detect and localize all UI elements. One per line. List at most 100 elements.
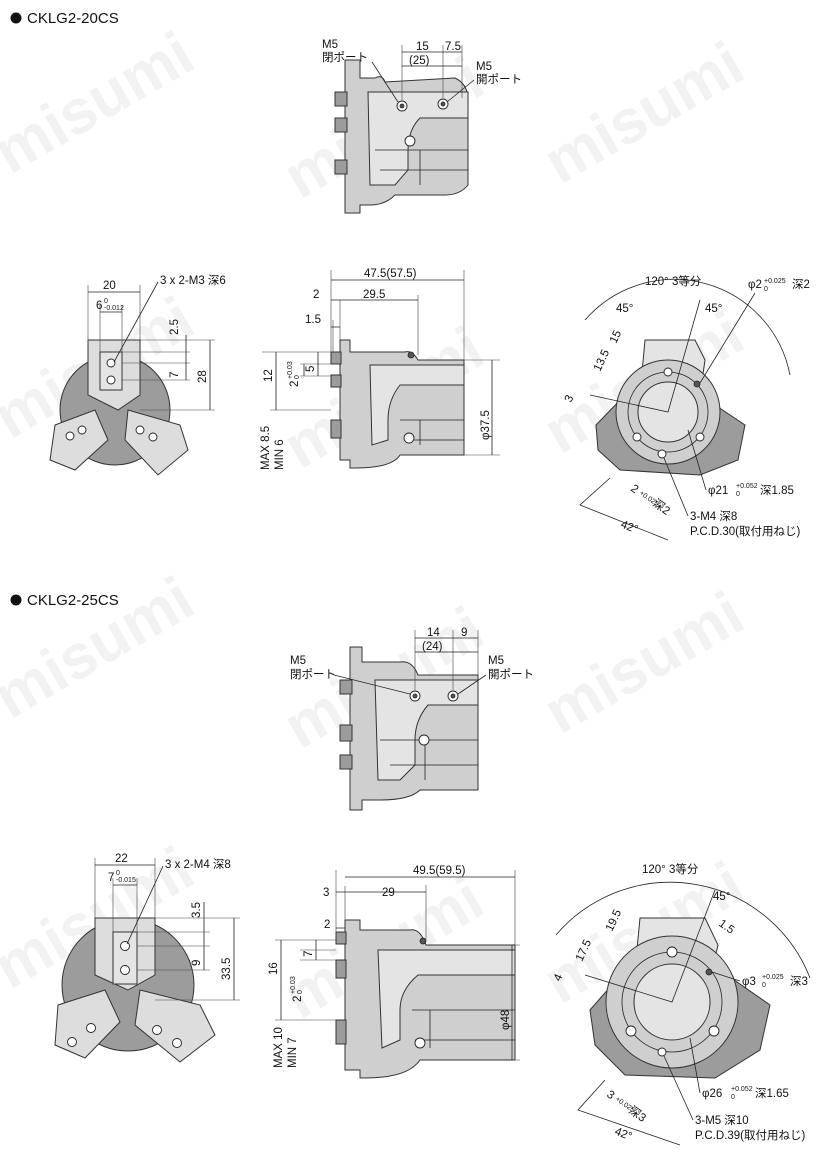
dim-tolerance: 0 bbox=[764, 286, 768, 293]
port-fitting bbox=[419, 937, 427, 945]
extension-line bbox=[414, 630, 479, 690]
bullet-icon bbox=[10, 594, 22, 606]
thread-hole bbox=[152, 1025, 162, 1035]
dim-label: 7 bbox=[108, 872, 114, 884]
dim-label: 3 bbox=[563, 393, 577, 404]
screw-icon bbox=[418, 734, 430, 746]
top-view: 14 9 (24) M5 閉ポート M5 開ポート bbox=[290, 627, 534, 811]
dimension-line bbox=[185, 335, 211, 410]
dim-label: 5 bbox=[305, 366, 317, 372]
body-edge bbox=[375, 149, 468, 185]
pin-hole bbox=[705, 968, 713, 976]
angle-label: 45° bbox=[616, 303, 633, 315]
depth-label: 深2 bbox=[792, 277, 810, 291]
screw-icon bbox=[403, 432, 415, 444]
port-close-label: 閉ポート bbox=[322, 51, 368, 64]
dim-label: 2 bbox=[313, 289, 319, 301]
dim-tolerance: 0 bbox=[731, 1094, 735, 1101]
body-face bbox=[374, 679, 479, 781]
extension-line bbox=[589, 299, 701, 413]
leader-line bbox=[687, 429, 707, 491]
body-face bbox=[369, 364, 465, 446]
watermark: misumi bbox=[533, 579, 755, 747]
dim-label: (25) bbox=[409, 55, 430, 67]
dim-tolerance: +0.03 bbox=[290, 976, 297, 994]
dim-label: MIN 6 bbox=[274, 439, 286, 470]
dim-label: 15 bbox=[608, 329, 624, 346]
watermark: misumi bbox=[0, 564, 205, 732]
port-size-label: M5 bbox=[322, 39, 338, 51]
dimension-line bbox=[280, 940, 317, 1020]
leader-line bbox=[711, 971, 741, 982]
bore-callout: φ26 bbox=[702, 1088, 722, 1100]
mount-hole bbox=[666, 946, 678, 958]
rear-view: 120° 3等分 45° 45° 15 13.5 3 φ2 +0.025 0 深… bbox=[563, 274, 810, 541]
leader-line bbox=[663, 1055, 694, 1121]
thread-hole bbox=[86, 1023, 96, 1033]
jaw-tab bbox=[334, 117, 348, 133]
jaw-right bbox=[124, 409, 189, 476]
extension-line bbox=[330, 270, 465, 360]
pcd-callout: P.C.D.30(取付用ねじ) bbox=[690, 525, 801, 538]
watermark: misumi bbox=[533, 29, 755, 197]
extension-line bbox=[122, 339, 215, 411]
jaw-insert bbox=[99, 351, 123, 391]
dim-label: MAX 8.5 bbox=[260, 426, 272, 470]
jaw-right bbox=[134, 989, 216, 1063]
port-size-label: M5 bbox=[290, 655, 306, 667]
extension-line bbox=[275, 939, 336, 1021]
dimension-line bbox=[336, 876, 515, 929]
port-fitting bbox=[407, 351, 415, 359]
jaw-tab bbox=[334, 91, 348, 107]
mount-hole bbox=[632, 432, 642, 442]
side-view: 49.5(59.5) 3 29 2 16 7 2 +0.03 0 MAX 10 … bbox=[268, 865, 520, 1079]
mount-hole bbox=[708, 1025, 720, 1037]
section-cklg2-20cs: CKLG2-20CS 15 7.5 (25) M5 閉ポート M5 開ポート bbox=[10, 10, 810, 541]
dim-label: 6 bbox=[96, 300, 102, 312]
dim-label: 28 bbox=[197, 370, 209, 383]
dim-label: 2.5 bbox=[169, 319, 181, 335]
extension-line bbox=[87, 285, 141, 352]
dimension-line bbox=[275, 352, 319, 410]
jaw-tab bbox=[335, 959, 347, 979]
depth-label: 深1.65 bbox=[755, 1086, 789, 1100]
angle-arc bbox=[555, 881, 811, 979]
angle-label: 45° bbox=[713, 891, 730, 903]
dim-tolerance: +0.052 bbox=[731, 1086, 753, 1093]
pin-hole bbox=[657, 1047, 667, 1057]
mount-thread-callout: 3-M5 深10 bbox=[695, 1113, 749, 1127]
pin-hole-callout: φ3 bbox=[742, 976, 756, 988]
dim-label: 29 bbox=[382, 887, 395, 899]
section-title: CKLG2-20CS bbox=[27, 10, 119, 27]
pin-hole bbox=[693, 380, 701, 388]
dim-label: 15 bbox=[416, 41, 429, 53]
dimension-line bbox=[88, 291, 140, 313]
dim-label: 33.5 bbox=[221, 958, 233, 980]
extension-line bbox=[262, 351, 331, 411]
angle-label: 120° 3等分 bbox=[645, 274, 702, 288]
extension-line bbox=[515, 944, 520, 1061]
dim-label: MAX 10 bbox=[273, 1027, 285, 1068]
pcd-callout: P.C.D.39(取付用ねじ) bbox=[695, 1129, 806, 1142]
jaw-tab bbox=[335, 931, 347, 945]
dim-tolerance: 0 bbox=[736, 491, 740, 498]
extension-line bbox=[335, 870, 516, 945]
dimension-line bbox=[577, 1079, 681, 1146]
jaw-tab bbox=[339, 679, 353, 695]
pin-hole bbox=[657, 449, 667, 459]
dim-tolerance: +0.025 bbox=[764, 278, 786, 285]
dim-label: (24) bbox=[422, 641, 443, 653]
dim-label: 20 bbox=[103, 280, 116, 292]
dimension-line bbox=[402, 51, 462, 67]
thread-hole bbox=[120, 965, 130, 975]
angle-arc bbox=[584, 279, 791, 376]
thread-hole bbox=[65, 431, 75, 441]
dim-label: 47.5(57.5) bbox=[364, 268, 417, 280]
dim-label: MIN 7 bbox=[287, 1037, 299, 1068]
port-close-label: 閉ポート bbox=[290, 668, 336, 681]
extension-line bbox=[94, 858, 156, 932]
jaw-tab bbox=[339, 754, 353, 770]
dim-tolerance: -0.012 bbox=[104, 305, 124, 312]
thread-hole bbox=[106, 358, 116, 368]
dim-label: 9 bbox=[461, 627, 467, 639]
